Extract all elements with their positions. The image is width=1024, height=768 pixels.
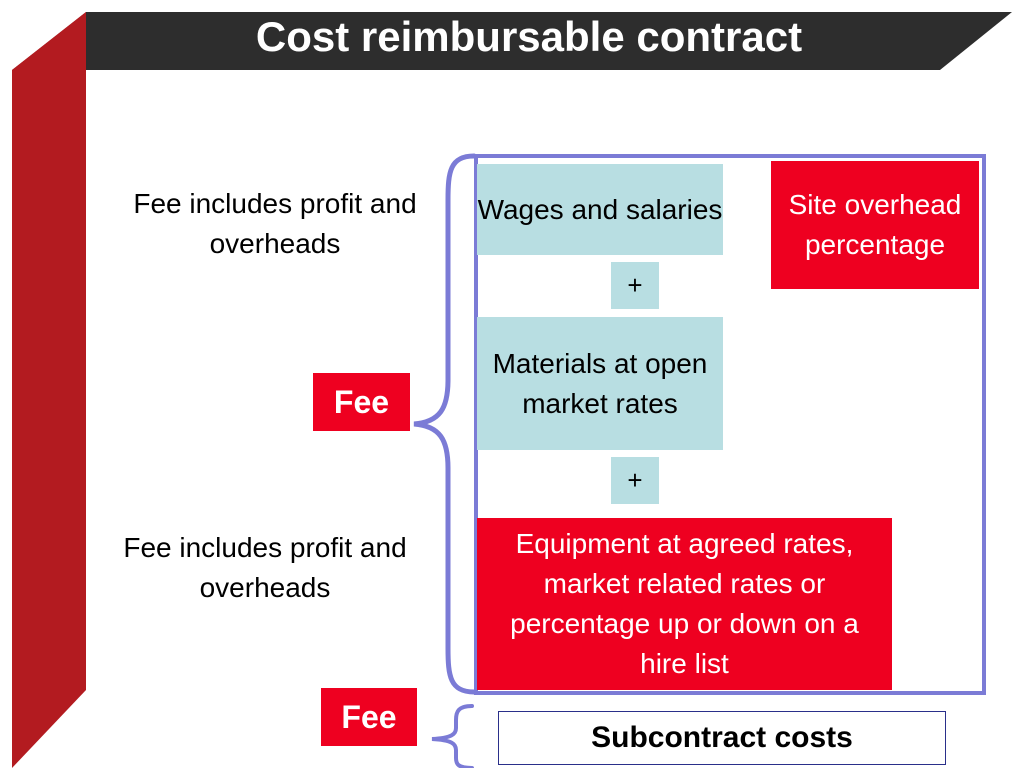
wages-box: Wages and salaries (477, 164, 723, 255)
site-overhead-box: Site overhead percentage (771, 161, 979, 289)
subcontract-costs-box: Subcontract costs (498, 711, 946, 765)
slide-title: Cost reimbursable contract (255, 13, 803, 60)
main-brace-icon (413, 153, 477, 695)
plus-operator-2: + (611, 457, 659, 504)
plus-operator-1: + (611, 262, 659, 309)
fee-note-top: Fee includes profit and overheads (133, 188, 417, 259)
title-bar (86, 12, 1012, 70)
materials-box: Materials at open market rates (477, 317, 723, 450)
cost-components-frame (474, 154, 986, 695)
equipment-box: Equipment at agreed rates, market relate… (477, 518, 892, 690)
fee-note-bottom: Fee includes profit and overheads (123, 532, 407, 603)
sub-brace-icon (431, 704, 474, 768)
side-bar (12, 12, 86, 768)
fee-badge-subcontract: Fee (321, 688, 417, 746)
fee-badge-main: Fee (313, 373, 410, 431)
